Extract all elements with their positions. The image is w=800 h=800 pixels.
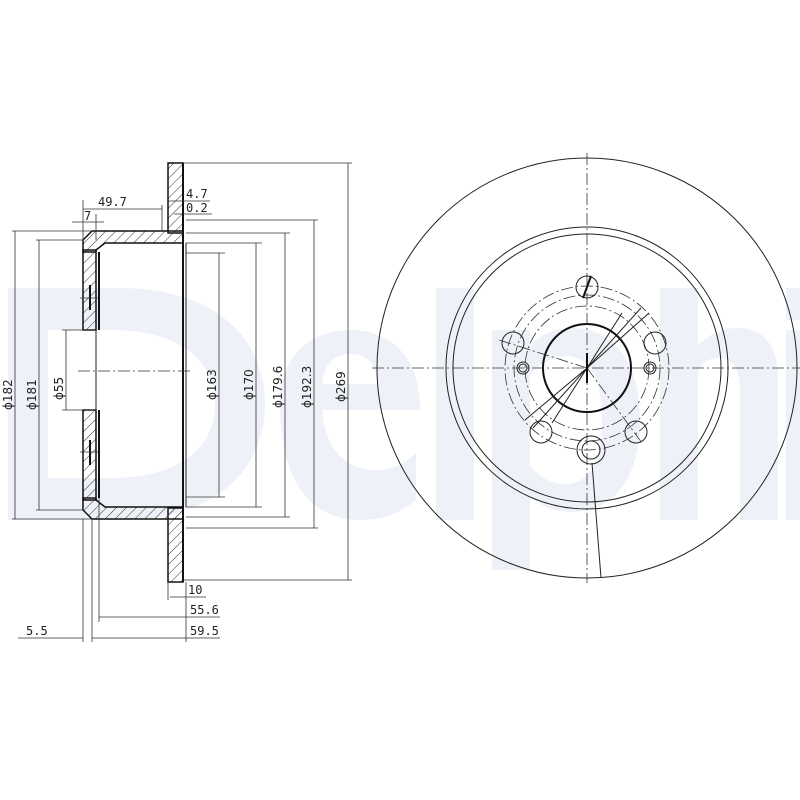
dim-d163: ϕ163 [205, 369, 219, 400]
threaded-hole-inner [581, 440, 601, 460]
locating-hole-right [643, 361, 657, 375]
disc-ring-top [167, 162, 184, 234]
dim-hat-wall: 5.5 [26, 624, 48, 638]
hat-top-wall [82, 230, 184, 253]
delphi-watermark [8, 288, 800, 570]
dim-d181: ϕ181 [25, 379, 39, 410]
bolt-hole-2 [501, 331, 525, 355]
dim-d182: ϕ182 [1, 379, 15, 410]
dim-d269: ϕ269 [334, 371, 348, 402]
dim-d170: ϕ170 [242, 369, 256, 400]
section-view: ϕ182 ϕ181 ϕ55 ϕ163 ϕ170 ϕ179.6 ϕ192.3 ϕ2… [1, 162, 352, 642]
front-view [372, 153, 800, 583]
dim-offset-bottom: 0.2 [186, 201, 208, 215]
bolt-hole-5 [624, 420, 648, 444]
bolt-hole-4 [529, 420, 553, 444]
dim-offset-top: 4.7 [186, 187, 208, 201]
dim-d55: ϕ55 [52, 377, 66, 400]
dim-inner-depth: 55.6 [190, 603, 219, 617]
dim-disc-thickness: 10 [188, 583, 202, 597]
dim-d192-3: ϕ192.3 [300, 366, 314, 408]
locating-hole-left [516, 361, 530, 375]
locating-hole-left-inner [518, 363, 528, 373]
bolt-hole-3 [643, 331, 667, 355]
dim-d179-6: ϕ179.6 [271, 366, 285, 408]
dim-hat-depth: 49.7 [98, 195, 127, 209]
dim-overall-height: 59.5 [190, 624, 219, 638]
bolt-hole-1 [575, 275, 599, 299]
threaded-hole-outer [576, 435, 606, 465]
locating-hole-right-inner [645, 363, 655, 373]
bolt-circle-inner [524, 305, 650, 431]
dim-flange-step: 7 [84, 209, 91, 223]
